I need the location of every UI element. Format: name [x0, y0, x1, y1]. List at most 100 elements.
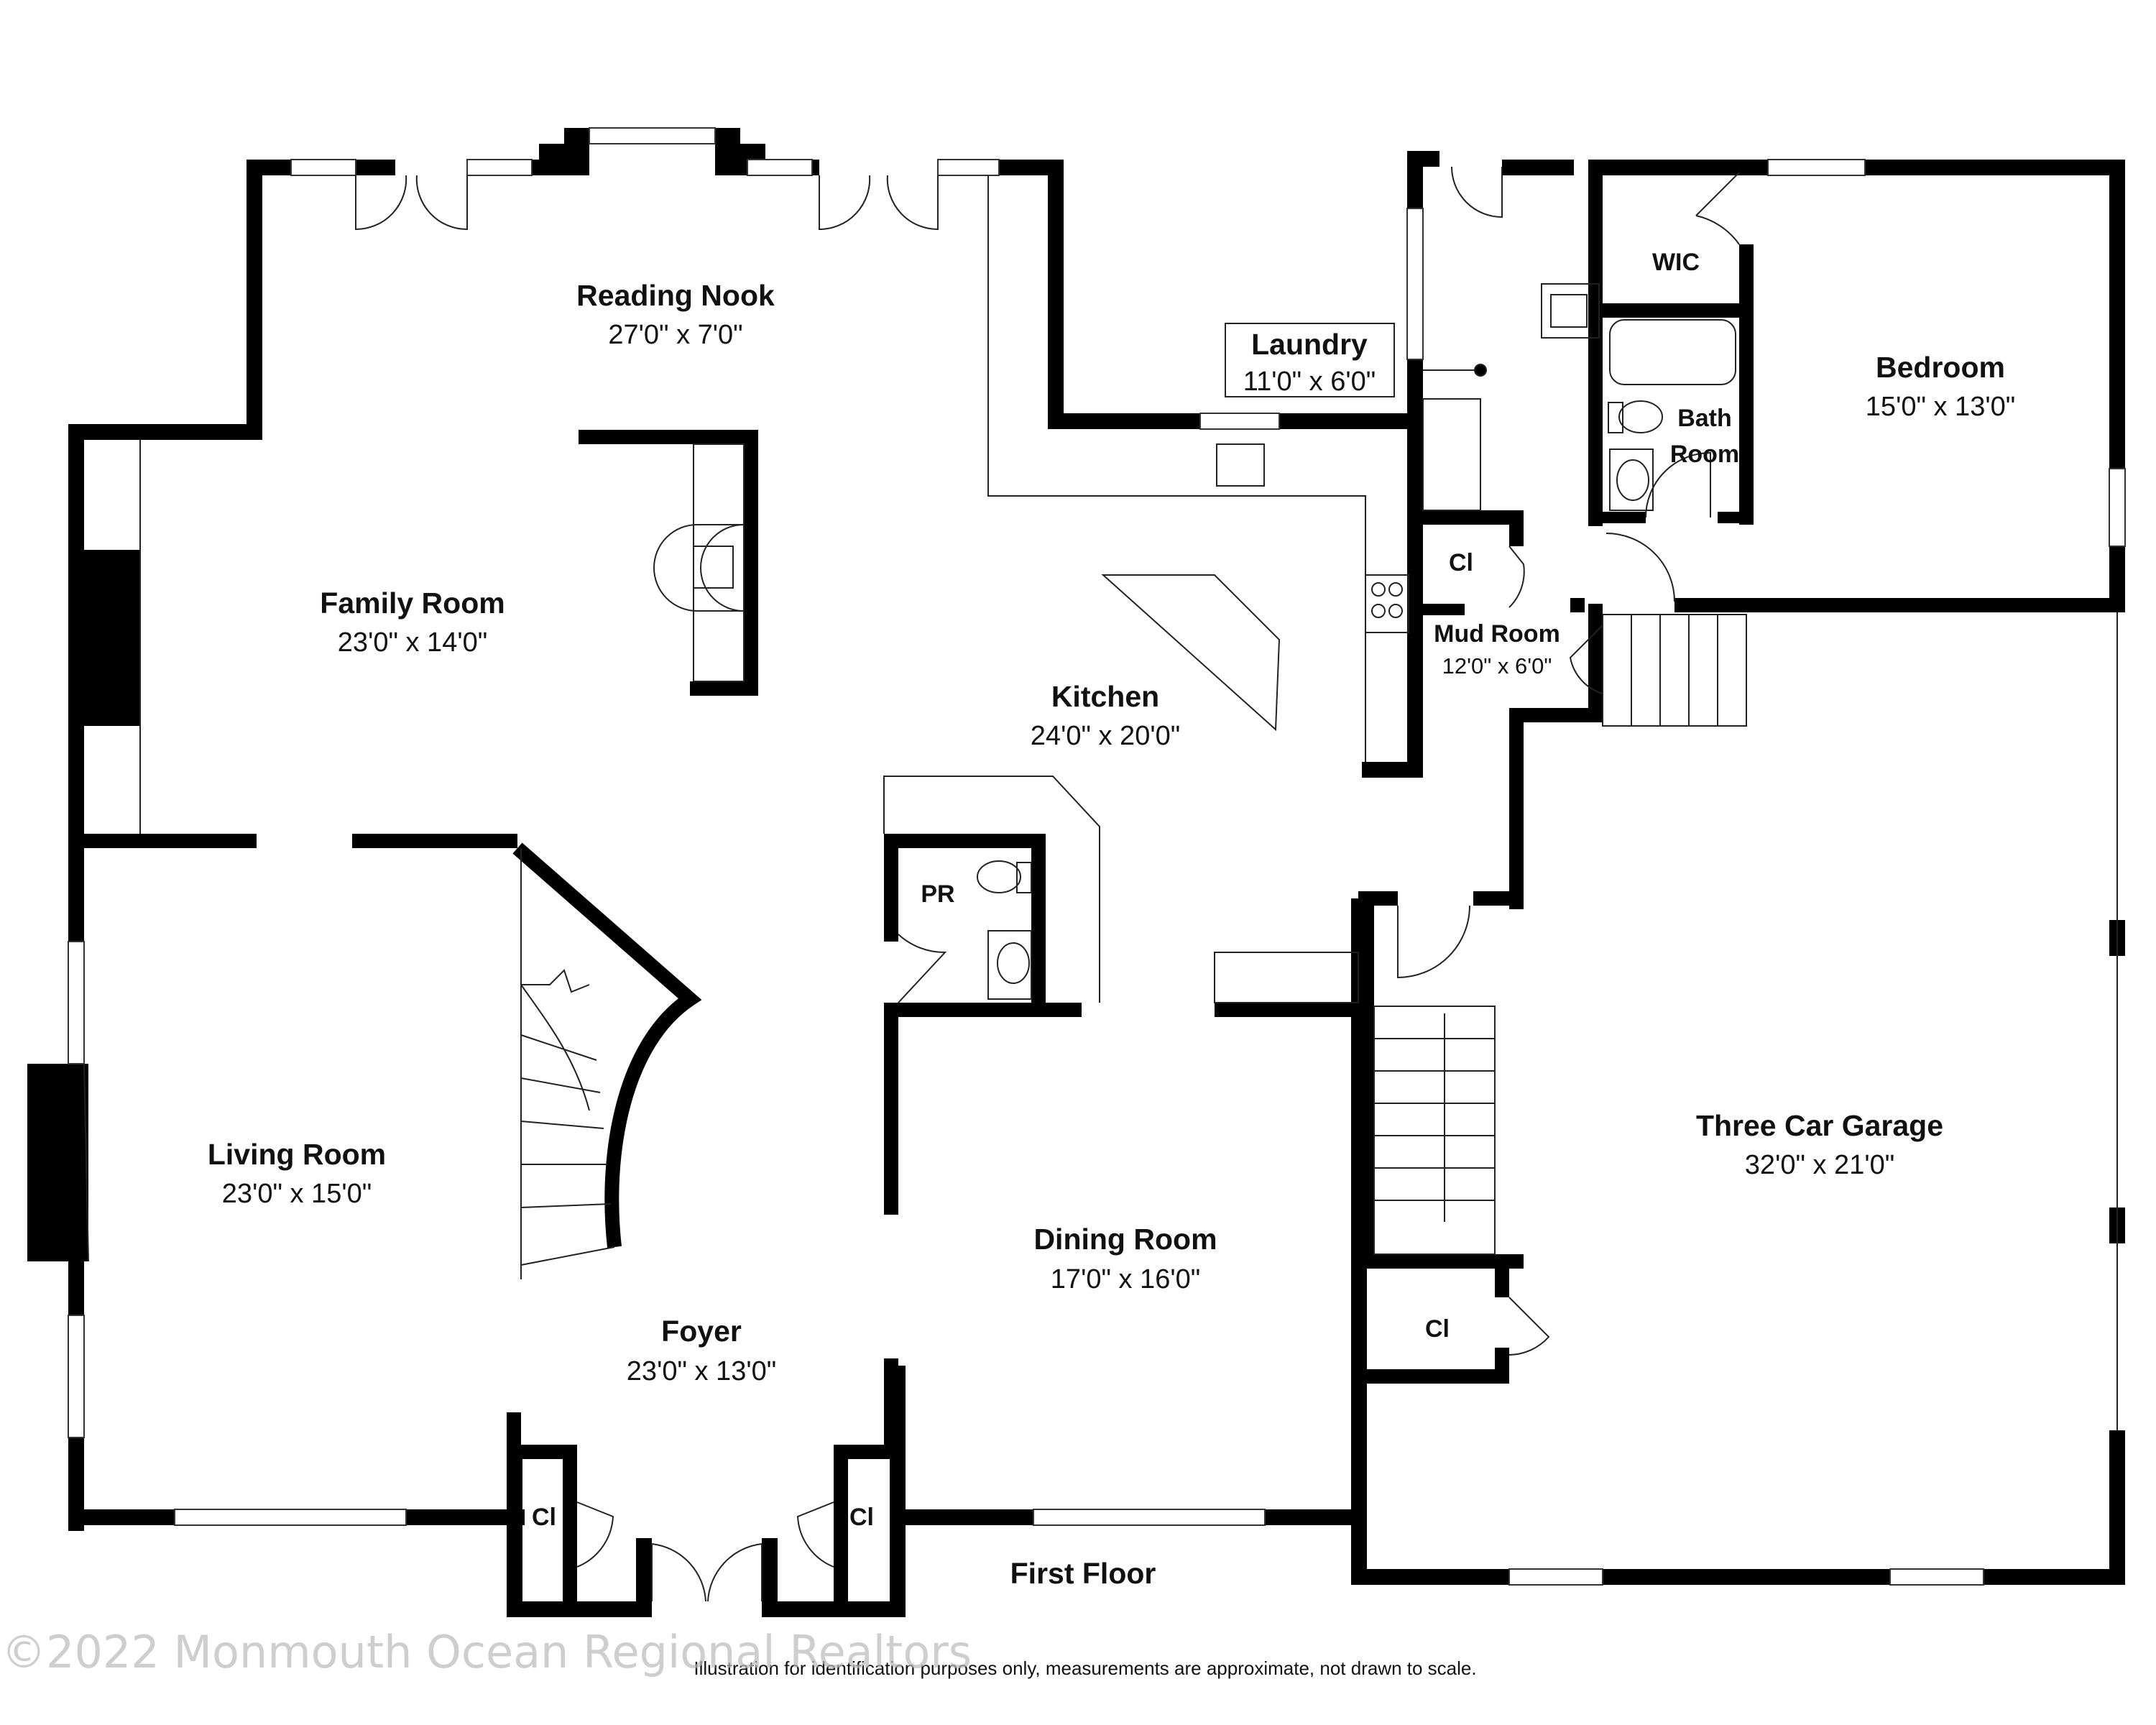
kitchen-label: Kitchen	[1051, 680, 1159, 713]
window-garage-2	[1889, 1568, 1984, 1586]
dining-room-label: Dining Room	[1033, 1223, 1217, 1256]
pr-counter	[883, 776, 1100, 1003]
bath-vanity	[1609, 448, 1654, 511]
wall-closet-left-right	[563, 1445, 577, 1617]
floor-label: First Floor	[1010, 1557, 1156, 1590]
wall-closet-left-bottom	[507, 1601, 650, 1617]
wall-fireplace-family	[68, 550, 140, 726]
kitchen-dims: 24'0" x 20'0"	[1031, 721, 1180, 751]
laundry-dims: 11'0" x 6'0"	[1243, 367, 1376, 397]
wall-kitchen-right-bottom	[1362, 762, 1423, 778]
fireplace-hearth-living	[83, 1063, 89, 1262]
wall-garage-stair-bottom	[1358, 1254, 1524, 1269]
wall-bed-right	[2109, 160, 2125, 469]
dining-buffet	[1214, 952, 1359, 1003]
window-nook-4	[937, 159, 1000, 176]
wall-bed-bottom-left	[1570, 598, 1585, 612]
mud-stairs	[1602, 614, 1747, 727]
closet-mud-label: Cl	[1449, 549, 1473, 576]
cooktop-burner-3	[1371, 604, 1386, 618]
family-room-dims: 23'0" x 14'0"	[338, 627, 487, 658]
wall-garage-bottom-mid	[1603, 1569, 1890, 1585]
door-pr	[898, 934, 947, 1003]
wall-door-right-jamb	[762, 1538, 778, 1617]
window-living-bottom	[174, 1509, 407, 1526]
closet-garage-label: Cl	[1425, 1315, 1450, 1343]
laundry-sink-bowl	[1550, 294, 1588, 328]
wall-mud-cl-bottom	[1407, 604, 1465, 615]
wall-garage-cl-right	[1495, 1254, 1509, 1297]
door-mud-bed	[1606, 533, 1675, 602]
wall-family-living-right	[352, 834, 517, 848]
window-dining-bottom	[1033, 1509, 1266, 1526]
wall-nook-left	[247, 160, 262, 440]
pr-sink	[987, 930, 1032, 1000]
wall-dining-left	[884, 1013, 898, 1215]
main-stair-inner	[520, 984, 590, 1111]
foyer-label: Foyer	[661, 1315, 742, 1348]
kitchen-counter	[987, 175, 1366, 762]
wall-bottom-dining-right	[1265, 1509, 1365, 1525]
cooktop-burner-2	[1388, 582, 1403, 597]
wall-bottom-living-right	[406, 1509, 525, 1525]
wall-door-left-jamb	[636, 1538, 652, 1617]
wall-pr-left	[884, 834, 898, 942]
door-foyer-cl-right	[796, 1501, 834, 1568]
wall-family-living-left	[84, 834, 257, 848]
family-room-label: Family Room	[320, 586, 505, 620]
door-mud-cl	[1508, 546, 1525, 608]
wall-mud-cl-right	[1509, 510, 1524, 546]
wall-closet-right-left	[834, 1445, 848, 1617]
wall-bed-bottom	[1674, 598, 2125, 612]
wall-left-upper-top	[68, 424, 262, 440]
door-front	[651, 1542, 763, 1602]
wall-garage-stair-top-right	[1473, 891, 1524, 906]
wall-laundry-top	[1407, 151, 1439, 167]
garage-stairs	[1373, 1006, 1496, 1255]
wall-garage-cl-right2	[1495, 1348, 1509, 1384]
wall-dining-right-top	[1215, 1003, 1365, 1017]
window-bay	[589, 127, 716, 144]
door-nook-right	[819, 175, 939, 231]
pr-label: PR	[921, 880, 954, 908]
wall-bed-top-left	[1588, 160, 1768, 175]
wall-island-top	[579, 430, 758, 444]
wall-bottom-dining	[890, 1509, 1033, 1525]
closet-foyer-left-label: Cl	[532, 1504, 556, 1531]
wall-bay-left	[539, 144, 589, 175]
bedroom-dims: 15'0" x 13'0"	[1866, 392, 2015, 422]
bath-room-label-2: Room	[1670, 441, 1739, 468]
wic-label: WIC	[1652, 249, 1700, 276]
window-bedroom-top	[1767, 159, 1866, 176]
wall-pr-top	[884, 834, 1046, 848]
wall-bath-left	[1588, 160, 1603, 526]
wall-dining-left-lower	[884, 1358, 898, 1459]
wall-pr-right	[1031, 834, 1046, 1013]
closet-foyer-right-label: Cl	[849, 1504, 874, 1531]
disclaimer: Illustration for identification purposes…	[694, 1657, 1476, 1679]
garage-label: Three Car Garage	[1696, 1109, 1943, 1142]
laundry-sink	[1541, 283, 1600, 339]
window-nook-2	[466, 159, 533, 176]
door-garage-stair	[1397, 905, 1470, 979]
wall-laundry-top-right	[1502, 160, 1574, 175]
window-living-1	[68, 941, 85, 1064]
wall-mud-right	[1588, 604, 1603, 722]
window-nook-3	[747, 159, 813, 176]
pr-sink-bowl	[997, 942, 1030, 984]
window-living-2	[68, 1315, 85, 1438]
doors	[355, 166, 1740, 1602]
wall-bath-bottom-right	[1718, 512, 1754, 523]
door-nook-left	[355, 175, 468, 231]
reading-nook-label: Reading Nook	[576, 279, 775, 312]
wall-closet-left-left	[507, 1445, 522, 1617]
laundry-machine	[1422, 398, 1481, 511]
window-laundry	[1406, 208, 1424, 360]
wall-nook-top-mid1	[356, 160, 395, 175]
window-kitchen	[1199, 413, 1280, 430]
wall-island-bottom	[690, 681, 758, 696]
cooktop-burner-4	[1388, 604, 1403, 618]
main-stair-outer	[512, 842, 702, 1248]
wall-garage-bottom-left	[1351, 1569, 1509, 1585]
living-room-label: Living Room	[208, 1138, 386, 1171]
